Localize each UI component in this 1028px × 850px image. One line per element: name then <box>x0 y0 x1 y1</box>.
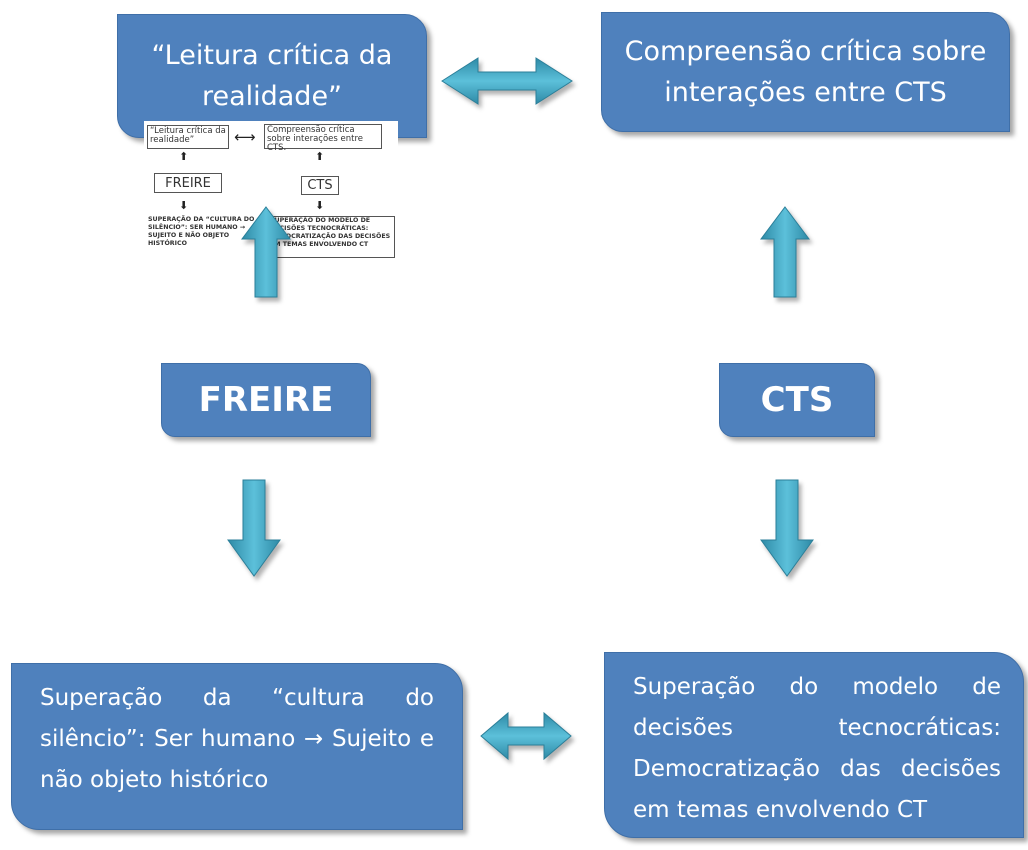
arrow-down-freire-icon <box>227 479 281 577</box>
ref-cts-box: CTS <box>301 176 339 195</box>
leitura-critica-box: “Leitura crítica da realidade” <box>117 14 427 138</box>
leitura-critica-text: “Leitura crítica da realidade” <box>151 40 393 112</box>
arrow-up-freire-icon <box>241 206 291 298</box>
decisoes-tecnocraticas-box: Superação do modelo de decisões tecnocrá… <box>604 652 1024 838</box>
ref-freire-box: FREIRE <box>154 173 222 193</box>
cts-text: CTS <box>760 379 834 420</box>
cultura-silencio-box: Superação da “cultura do silêncio”: Ser … <box>11 663 463 830</box>
freire-text: FREIRE <box>198 379 334 420</box>
ref-arrow-up-icon: ⬆ <box>179 150 189 163</box>
ref-leitura-box: “Leitura crítica da realidade” <box>147 125 229 149</box>
double-arrow-top-icon <box>441 57 573 105</box>
compreensao-critica-box: Compreensão crítica sobre interações ent… <box>601 12 1010 132</box>
double-arrow-bottom-icon <box>480 711 572 761</box>
arrow-up-cts-icon <box>760 206 810 298</box>
cts-box: CTS <box>719 363 875 437</box>
compreensao-critica-text: Compreensão crítica sobre interações ent… <box>624 36 987 108</box>
ref-double-arrow-icon: ⟷ <box>234 128 256 146</box>
freire-box: FREIRE <box>161 363 371 437</box>
ref-arrow-up-icon: ⬆ <box>315 150 325 163</box>
decisoes-tecnocraticas-text: Superação do modelo de decisões tecnocrá… <box>633 674 1001 823</box>
ref-compreensao-box: Compreensão crítica sobre interações ent… <box>264 124 382 153</box>
ref-arrow-down-icon: ⬇ <box>315 199 325 212</box>
ref-arrow-down-icon: ⬇ <box>179 199 189 212</box>
arrow-down-cts-icon <box>760 479 814 577</box>
cultura-silencio-text: Superação da “cultura do silêncio”: Ser … <box>40 685 434 793</box>
